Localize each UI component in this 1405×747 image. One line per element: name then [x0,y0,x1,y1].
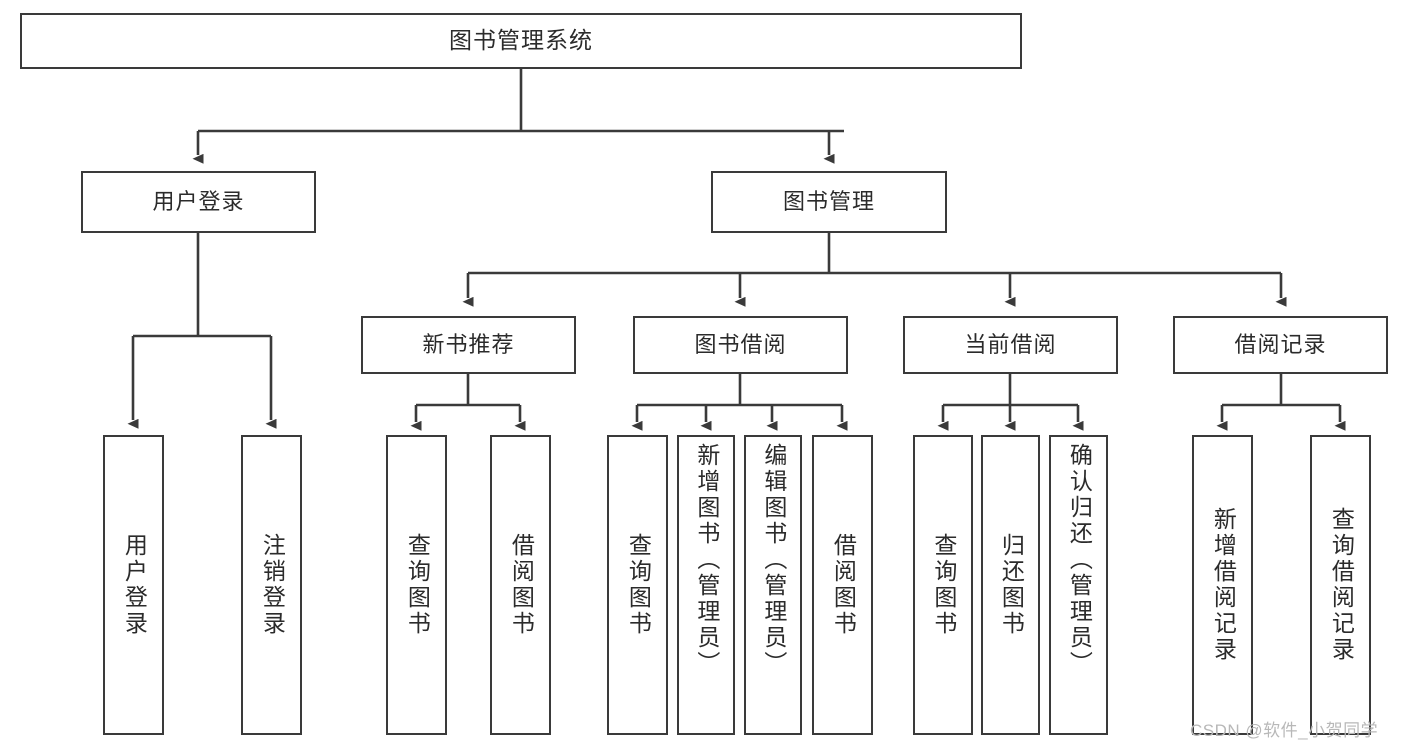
node-label: 查询图书 [930,533,957,637]
node-leaf-query-book-3[interactable]: 查询图书 [913,435,973,735]
node-label: 查询图书 [625,533,652,637]
node-leaf-query-record[interactable]: 查询借阅记录 [1310,435,1371,735]
node-label: 当前借阅 [964,331,1057,357]
node-label: 归还图书 [998,533,1025,637]
node-leaf-query-book-2[interactable]: 查询图书 [607,435,668,735]
node-label: 图书借阅 [694,331,787,357]
node-label: 新增图书（管理员） [693,443,720,677]
node-leaf-edit-book[interactable]: 编辑图书（管理员） [744,435,802,735]
node-new-book-recommend[interactable]: 新书推荐 [361,316,576,374]
node-label: 借阅图书 [508,533,535,637]
node-label: 图书管理系统 [449,27,593,54]
node-leaf-logout-login[interactable]: 注销登录 [241,435,302,735]
node-leaf-add-record[interactable]: 新增借阅记录 [1192,435,1253,735]
node-label: 借阅图书 [830,533,857,637]
node-leaf-add-book[interactable]: 新增图书（管理员） [677,435,735,735]
node-book-manage[interactable]: 图书管理 [711,171,947,233]
node-borrow-record[interactable]: 借阅记录 [1173,316,1388,374]
node-current-borrow[interactable]: 当前借阅 [903,316,1118,374]
node-label: 图书管理 [782,188,875,214]
node-root-system[interactable]: 图书管理系统 [20,13,1022,69]
node-label: 查询图书 [404,533,431,637]
node-leaf-borrow-book-1[interactable]: 借阅图书 [490,435,551,735]
node-label: 借阅记录 [1234,331,1327,357]
node-label: 用户登录 [121,533,148,637]
node-leaf-user-login[interactable]: 用户登录 [103,435,164,735]
node-user-login[interactable]: 用户登录 [81,171,316,233]
node-leaf-confirm-return[interactable]: 确认归还（管理员） [1049,435,1108,735]
node-label: 编辑图书（管理员） [760,443,787,677]
node-leaf-query-book-1[interactable]: 查询图书 [386,435,447,735]
node-leaf-borrow-book-2[interactable]: 借阅图书 [812,435,873,735]
node-leaf-return-book[interactable]: 归还图书 [981,435,1040,735]
node-book-borrow[interactable]: 图书借阅 [633,316,848,374]
csdn-watermark: CSDN @软件_小贺同学 [1190,721,1379,740]
node-label: 新增借阅记录 [1210,507,1237,663]
node-label: 确认归还（管理员） [1066,443,1093,677]
node-label: 用户登录 [152,188,245,214]
node-label: 注销登录 [259,533,286,637]
node-label: 新书推荐 [422,331,515,357]
node-label: 查询借阅记录 [1328,507,1355,663]
